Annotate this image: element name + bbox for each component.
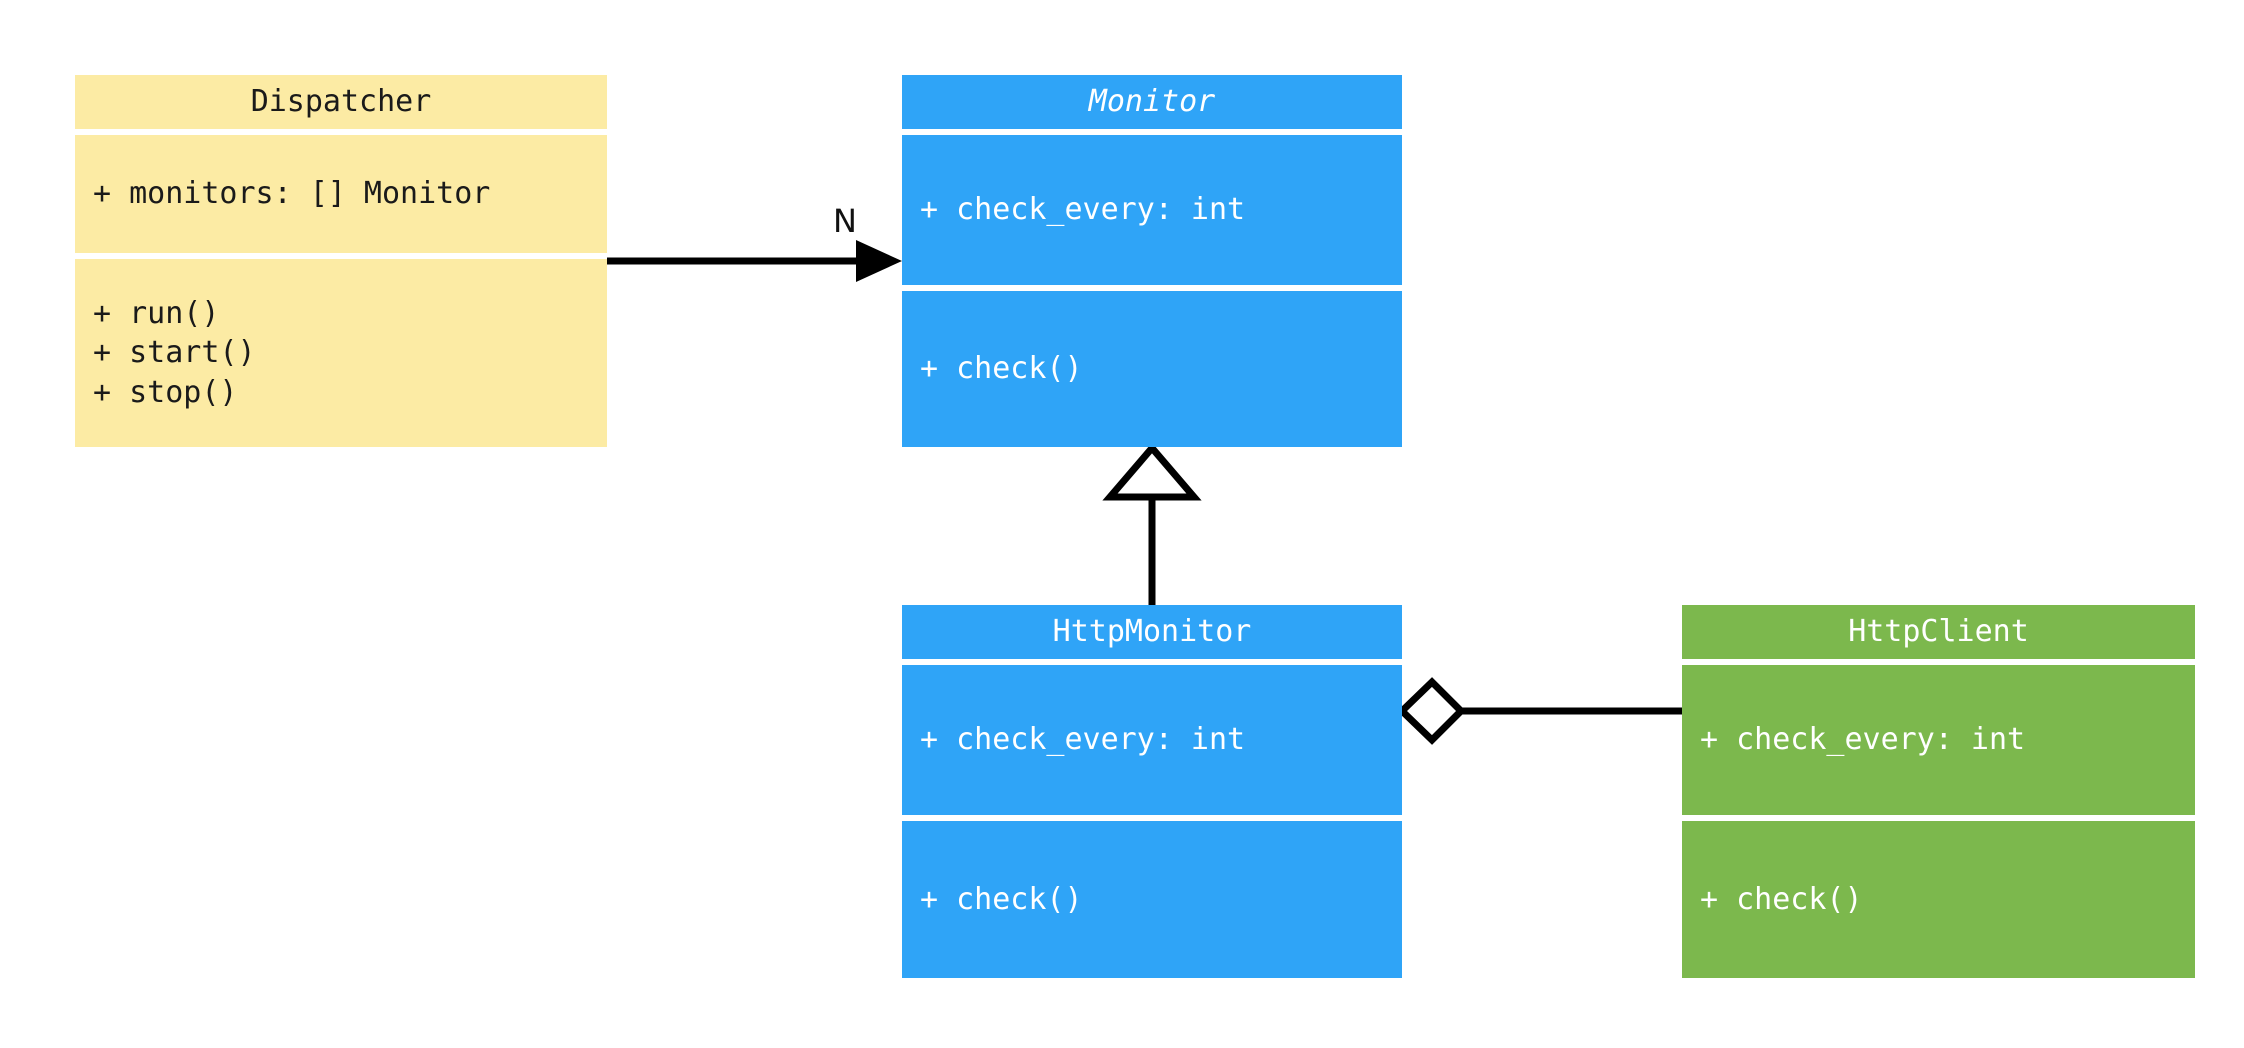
class-name-dispatcher: Dispatcher <box>250 84 432 119</box>
class-attributes-compartment: + check_every: int <box>1682 665 2195 815</box>
compartment-divider <box>902 129 1402 135</box>
class-box-httpclient[interactable]: HttpClient + check_every: int + check() <box>1682 605 2195 978</box>
class-header-compartment: HttpClient <box>1682 605 2195 659</box>
attribute-row: + check_every: int <box>920 722 1246 758</box>
class-header-compartment: HttpMonitor <box>902 605 1402 659</box>
class-methods-compartment: + check() <box>902 291 1402 447</box>
filled-arrow-icon <box>856 240 902 282</box>
compartment-divider <box>902 815 1402 821</box>
class-box-monitor[interactable]: Monitor + check_every: int + check() <box>902 75 1402 447</box>
class-attributes-compartment: + check_every: int <box>902 135 1402 285</box>
class-header-compartment: Monitor <box>902 75 1402 129</box>
method-row: + check() <box>920 881 1083 917</box>
hollow-diamond-icon <box>1396 677 1466 745</box>
class-box-dispatcher[interactable]: Dispatcher + monitors: [] Monitor + run(… <box>75 75 607 447</box>
compartment-divider <box>1682 659 2195 665</box>
method-row: + check() <box>920 351 1083 387</box>
attribute-row: + monitors: [] Monitor <box>93 176 491 212</box>
class-name-httpclient: HttpClient <box>1848 614 2029 649</box>
hollow-triangle-icon <box>1102 442 1202 501</box>
compartment-divider <box>75 253 607 259</box>
aggregation-httpmonitor-httpclient <box>1396 677 1682 745</box>
compartment-divider <box>902 285 1402 291</box>
method-row: + check() <box>1700 881 1863 917</box>
class-name-monitor: Monitor <box>1088 84 1216 119</box>
attribute-row: + check_every: int <box>1700 722 2026 758</box>
class-attributes-compartment: + monitors: [] Monitor <box>75 135 607 253</box>
class-name-httpmonitor: HttpMonitor <box>1052 614 1252 649</box>
class-methods-compartment: + check() <box>902 821 1402 978</box>
compartment-divider <box>75 129 607 135</box>
method-row: + run() <box>93 295 220 331</box>
association-dispatcher-monitor <box>607 240 902 282</box>
class-methods-compartment: + check() <box>1682 821 2195 978</box>
class-attributes-compartment: + check_every: int <box>902 665 1402 815</box>
method-row: + stop() <box>93 374 238 410</box>
class-methods-compartment: + run() + start() + stop() <box>75 259 607 447</box>
compartment-divider <box>1682 815 2195 821</box>
class-header-compartment: Dispatcher <box>75 75 607 129</box>
attribute-row: + check_every: int <box>920 192 1246 228</box>
generalization-httpmonitor-monitor <box>1102 442 1202 605</box>
compartment-divider <box>902 659 1402 665</box>
method-row: + start() <box>93 335 256 371</box>
association-multiplicity-label: N <box>833 202 857 240</box>
class-box-httpmonitor[interactable]: HttpMonitor + check_every: int + check() <box>902 605 1402 978</box>
